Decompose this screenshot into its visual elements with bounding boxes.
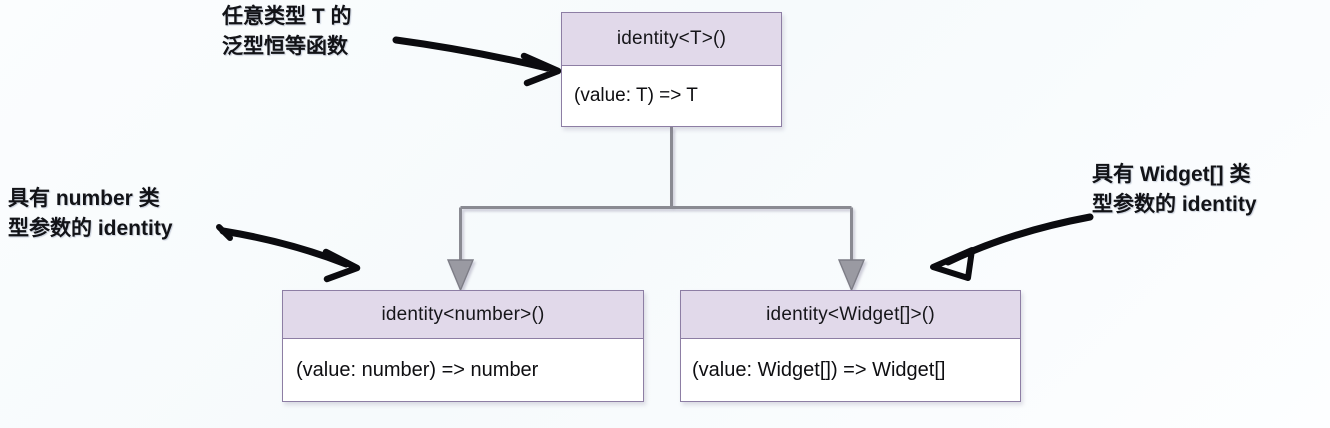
annotation-arrow-number xyxy=(216,224,361,283)
class-box-signature: (value: number) => number xyxy=(296,358,539,381)
class-box-header: identity<T>() xyxy=(562,13,781,66)
class-box-header: identity<number>() xyxy=(283,291,643,339)
arrowhead-to-number xyxy=(446,259,475,292)
class-box-signature: (value: T) => T xyxy=(574,85,698,106)
class-box-identity-generic[interactable]: identity<T>() (value: T) => T xyxy=(561,12,782,127)
inheritance-connector xyxy=(446,127,866,292)
annotation-widget-note: 具有 Widget[] 类 型参数的 identity xyxy=(1092,163,1257,216)
annotation-number-note: 具有 number 类 型参数的 identity xyxy=(8,187,173,240)
class-box-identity-widget[interactable]: identity<Widget[]>() (value: Widget[]) =… xyxy=(680,290,1021,402)
annotation-arrow-root xyxy=(392,36,562,87)
class-box-identity-number[interactable]: identity<number>() (value: number) => nu… xyxy=(282,290,644,402)
annotation-root-note: 任意类型 T 的 泛型恒等函数 xyxy=(222,5,352,58)
annotation-arrow-widget xyxy=(930,213,1094,281)
class-box-header: identity<Widget[]>() xyxy=(681,291,1020,339)
arrowhead-to-widget xyxy=(837,259,866,292)
class-box-signature: (value: Widget[]) => Widget[] xyxy=(692,358,946,381)
